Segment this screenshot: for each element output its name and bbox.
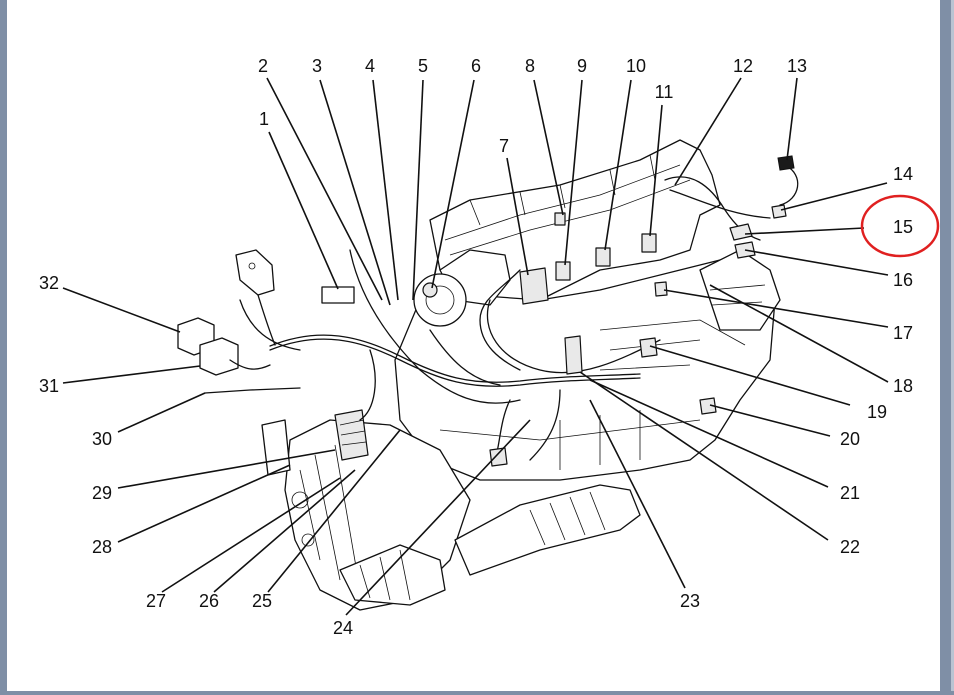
callout-31: 31 (39, 376, 59, 396)
callout-14: 14 (893, 164, 913, 184)
callout-3: 3 (312, 56, 322, 76)
callout-11: 11 (655, 82, 674, 102)
callout-9: 9 (577, 56, 587, 76)
coil-connector (555, 261, 571, 281)
callout-20: 20 (840, 429, 860, 449)
harness-bracket (235, 249, 275, 296)
callout-28: 28 (92, 537, 112, 557)
callout-17: 17 (893, 323, 913, 343)
callout-7: 7 (499, 136, 509, 156)
callout-21: 21 (840, 483, 860, 503)
connector-29-body (334, 409, 369, 461)
callout-13: 13 (787, 56, 807, 76)
leader-lines (62, 77, 889, 616)
callout-5: 5 (418, 56, 428, 76)
callout-24: 24 (333, 618, 353, 638)
callout-29: 29 (92, 483, 112, 503)
connector-block (321, 286, 355, 304)
callout-19: 19 (867, 402, 887, 422)
callout-6: 6 (471, 56, 481, 76)
callout-12: 12 (733, 56, 753, 76)
highlight-circle (860, 194, 940, 258)
callout-15: 15 (893, 217, 913, 237)
callout-26: 26 (199, 591, 219, 611)
callout-labels: 1 2 3 4 5 6 7 8 9 10 11 12 13 14 15 16 1… (39, 56, 913, 638)
callout-1: 1 (259, 109, 269, 129)
callout-30: 30 (92, 429, 112, 449)
callout-27: 27 (146, 591, 166, 611)
callout-23: 23 (680, 591, 700, 611)
callout-22: 22 (840, 537, 860, 557)
callout-10: 10 (626, 56, 646, 76)
callout-25: 25 (252, 591, 272, 611)
callout-18: 18 (893, 376, 913, 396)
cv-axle (454, 484, 641, 576)
engine-illustration (177, 139, 799, 611)
callout-32: 32 (39, 273, 59, 293)
callout-4: 4 (365, 56, 375, 76)
callout-8: 8 (525, 56, 535, 76)
callout-2: 2 (258, 56, 268, 76)
callout-16: 16 (893, 270, 913, 290)
throttle-body (413, 273, 467, 327)
relay-connector-lower (199, 337, 239, 376)
